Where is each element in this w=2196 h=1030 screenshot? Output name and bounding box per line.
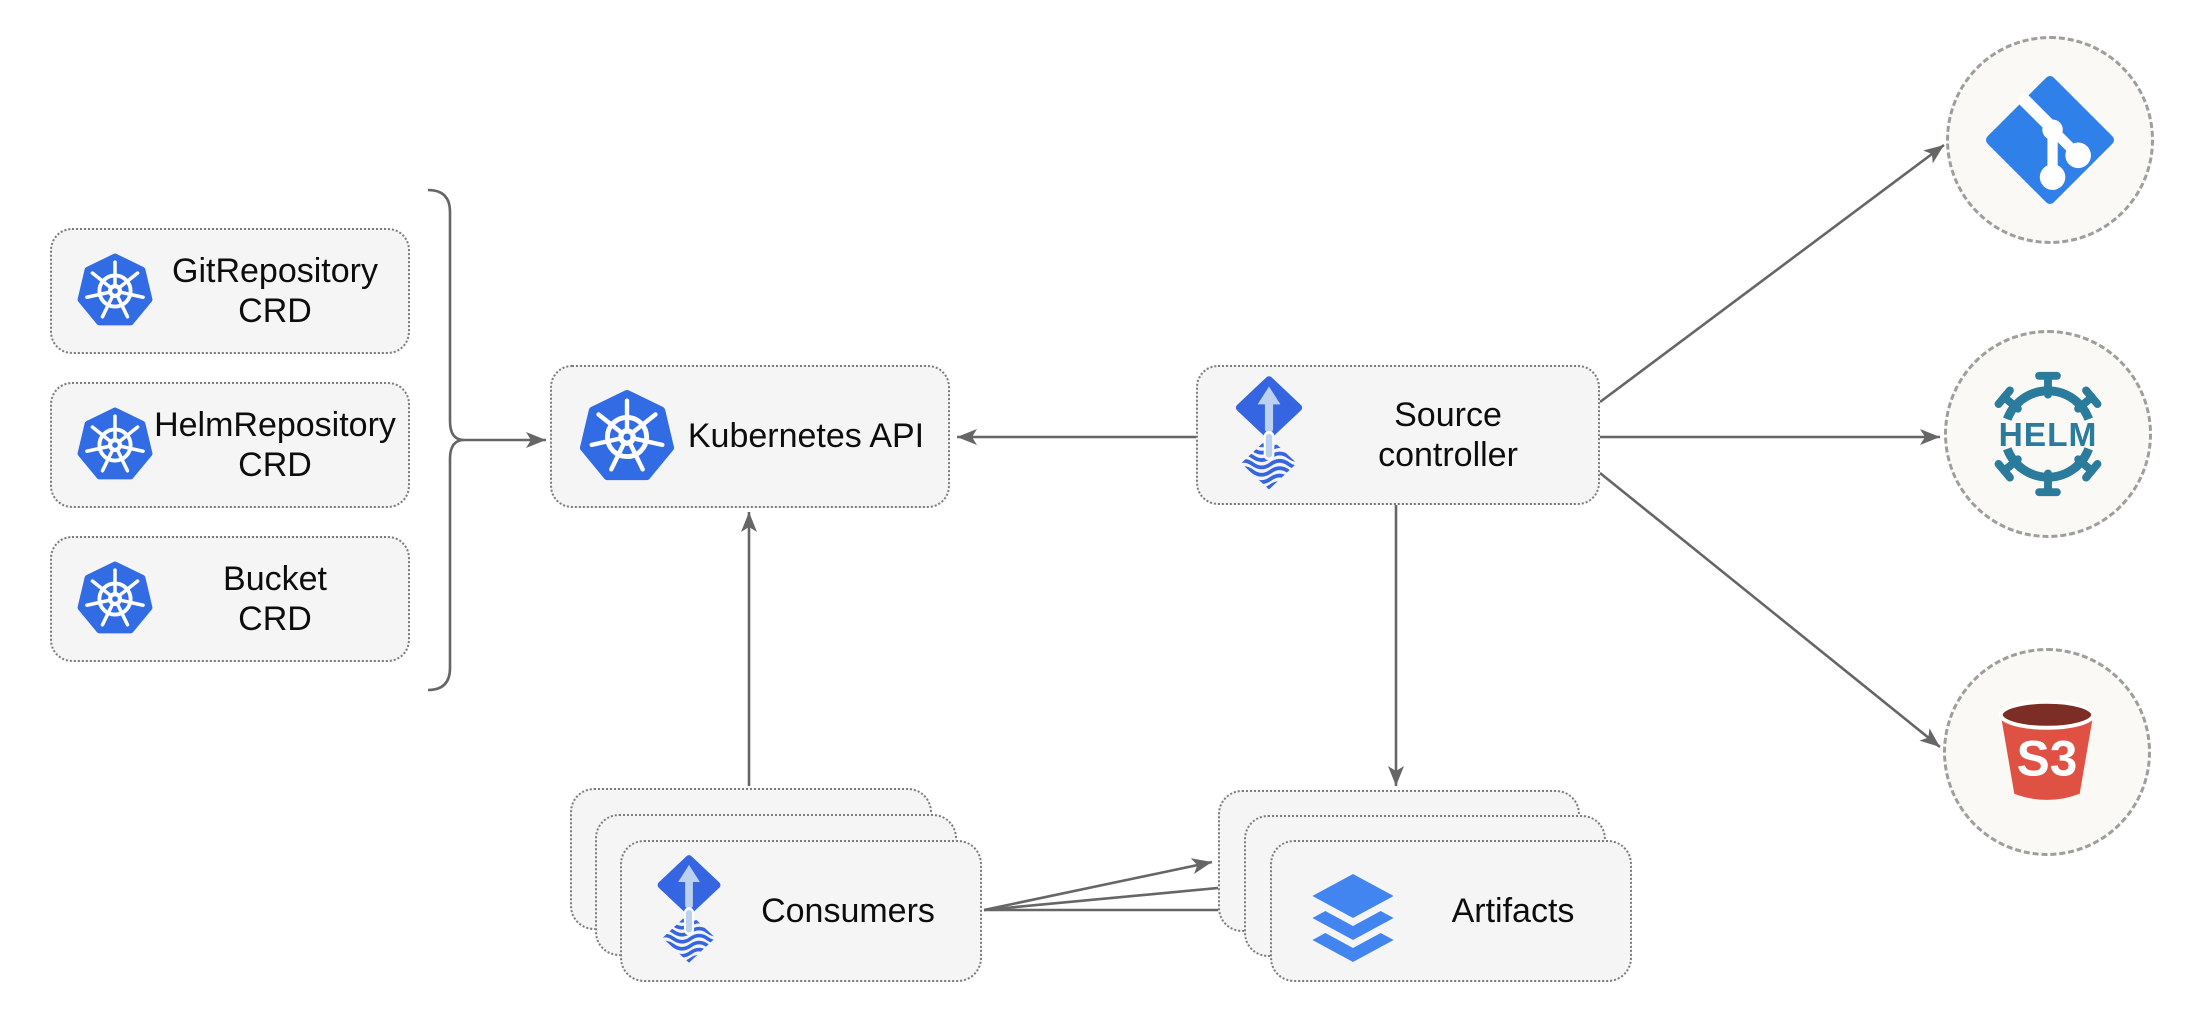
consumers-label: Consumers <box>761 891 935 930</box>
kubernetes-icon <box>52 252 154 330</box>
kubernetes-icon <box>52 560 154 638</box>
node-artifacts: Artifacts <box>1270 840 1632 982</box>
flux-icon <box>1198 375 1310 496</box>
crd-group-bracket <box>427 188 465 692</box>
flux-icon <box>622 854 728 969</box>
kubernetes-icon <box>52 406 154 484</box>
arrow-source-controller-to-s3 <box>1599 471 1941 749</box>
helmrepository-crd-label: HelmRepository CRD <box>154 405 396 484</box>
source-controller-label: Source controller <box>1378 395 1518 474</box>
external-s3-circle: S3 <box>1943 648 2151 856</box>
arrow-consumers-to-artifacts-back <box>983 858 1213 912</box>
external-git-circle <box>1946 36 2154 244</box>
arrow-consumers-to-artifacts-middle <box>983 879 1240 912</box>
artifacts-label: Artifacts <box>1451 891 1575 930</box>
helm-wordmark: HELM <box>1999 417 2098 454</box>
bucket-crd-label: Bucket CRD <box>223 559 327 638</box>
kubernetes-icon <box>552 388 676 486</box>
layers-icon <box>1272 856 1408 966</box>
node-source-controller: Source controller <box>1196 365 1600 505</box>
node-gitrepository-crd: GitRepository CRD <box>50 228 410 354</box>
s3-bucket-icon: S3 <box>1998 699 2096 800</box>
arrow-source-controller-to-git <box>1599 143 1945 404</box>
kubernetes-api-label: Kubernetes API <box>687 417 925 456</box>
external-helm-circle: HELM <box>1944 330 2152 538</box>
node-consumers: Consumers <box>620 840 982 982</box>
node-helmrepository-crd: HelmRepository CRD <box>50 382 410 508</box>
gitrepository-crd-label: GitRepository CRD <box>172 251 378 330</box>
s3-wordmark: S3 <box>2017 731 2078 787</box>
git-icon <box>1986 76 2114 204</box>
node-bucket-crd: Bucket CRD <box>50 536 410 662</box>
helm-icon: HELM <box>1994 371 2102 497</box>
node-kubernetes-api: Kubernetes API <box>550 365 950 508</box>
